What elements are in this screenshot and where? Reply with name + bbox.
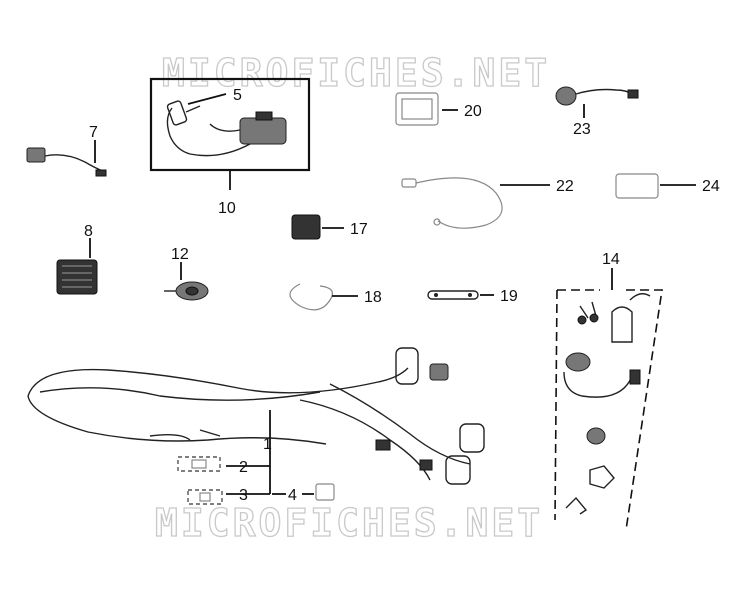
callout-5: 5 bbox=[233, 87, 242, 104]
callout-1: 1 bbox=[263, 436, 272, 453]
callout-22: 22 bbox=[556, 178, 574, 195]
part-24-module[interactable] bbox=[615, 173, 696, 199]
part-22-wire[interactable] bbox=[401, 177, 550, 229]
part-19-strap[interactable] bbox=[427, 290, 494, 300]
part-8-regulator[interactable] bbox=[56, 238, 98, 295]
callout-20: 20 bbox=[464, 103, 482, 120]
watermark-top: MICROFICHES.NET bbox=[162, 51, 550, 95]
callout-23: 23 bbox=[573, 121, 591, 138]
part-1-wiring-harness[interactable] bbox=[27, 347, 485, 494]
callout-19: 19 bbox=[500, 288, 518, 305]
part-4-relay[interactable] bbox=[272, 483, 335, 501]
callout-3: 3 bbox=[239, 487, 248, 504]
callout-18: 18 bbox=[364, 289, 382, 306]
watermark-bottom: MICROFICHES.NET bbox=[155, 501, 543, 545]
callout-8: 8 bbox=[84, 223, 93, 240]
callout-24: 24 bbox=[702, 178, 720, 195]
leader-5 bbox=[187, 93, 227, 105]
part-12-horn[interactable] bbox=[164, 262, 209, 301]
part-18-wire-loop[interactable] bbox=[289, 283, 358, 311]
part-20-cdi[interactable] bbox=[395, 92, 458, 126]
part-7-switch[interactable] bbox=[26, 140, 107, 177]
callout-12: 12 bbox=[171, 246, 189, 263]
callout-14: 14 bbox=[602, 251, 620, 268]
callout-17: 17 bbox=[350, 221, 368, 238]
part-17-relay[interactable] bbox=[291, 214, 344, 240]
part-10-ignition-coil-group[interactable] bbox=[149, 77, 311, 190]
part-2-fuse-holder[interactable] bbox=[177, 456, 270, 472]
callout-4: 4 bbox=[288, 487, 297, 504]
part-3-fuse[interactable] bbox=[187, 489, 270, 505]
part-23-sensor[interactable] bbox=[555, 86, 639, 118]
callout-7: 7 bbox=[89, 124, 98, 141]
callout-10: 10 bbox=[218, 200, 236, 217]
part-14-lock-set[interactable] bbox=[554, 268, 663, 531]
callout-2: 2 bbox=[239, 459, 248, 476]
